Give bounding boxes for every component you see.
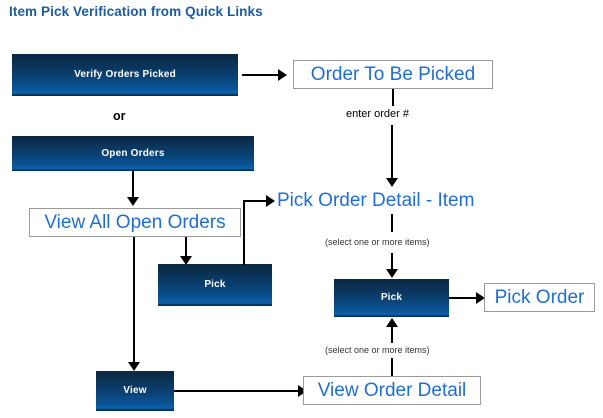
arrow-down-icon bbox=[127, 197, 139, 206]
connector-viewall-to-pick bbox=[185, 237, 187, 259]
enter-order-number-label: enter order # bbox=[346, 108, 409, 120]
view-order-detail-screen[interactable]: View Order Detail bbox=[303, 376, 481, 405]
connector-order-enter-top bbox=[392, 89, 394, 106]
select-items-note-bottom: (select one or more items) bbox=[325, 345, 430, 355]
view-all-open-orders-screen[interactable]: View All Open Orders bbox=[29, 208, 241, 237]
connector-verify-to-order bbox=[242, 74, 280, 76]
pick-order-detail-item-screen[interactable]: Pick Order Detail - Item bbox=[277, 190, 475, 211]
pick-button-right[interactable]: Pick bbox=[334, 279, 449, 317]
arrow-down-icon bbox=[386, 178, 398, 187]
pick-button-left[interactable]: Pick bbox=[158, 264, 272, 306]
connector-view-to-vieworderdetail bbox=[174, 390, 301, 392]
connector-detail-to-note-top bbox=[391, 214, 393, 232]
connector-order-to-detail bbox=[391, 125, 393, 181]
arrow-right-icon bbox=[298, 385, 307, 397]
or-label: or bbox=[113, 109, 126, 123]
page-title: Item Pick Verification from Quick Links bbox=[9, 4, 263, 19]
arrow-down-icon bbox=[180, 256, 192, 265]
connector-pick-up bbox=[243, 201, 245, 265]
connector-pick-to-pickorder bbox=[449, 297, 480, 299]
select-items-note-top: (select one or more items) bbox=[325, 237, 430, 247]
arrow-right-icon bbox=[476, 292, 485, 304]
arrow-right-icon bbox=[266, 195, 275, 207]
order-to-be-picked-screen[interactable]: Order To Be Picked bbox=[293, 60, 493, 89]
pick-order-screen[interactable]: Pick Order bbox=[484, 283, 595, 312]
connector-note-to-pick-bottom bbox=[391, 326, 393, 343]
arrow-down-icon bbox=[128, 362, 140, 371]
connector-pick-to-detail bbox=[243, 200, 270, 202]
connector-openorders-to-viewall bbox=[132, 171, 134, 200]
arrow-right-icon bbox=[278, 69, 287, 81]
arrow-down-icon bbox=[386, 269, 398, 278]
view-button[interactable]: View bbox=[96, 371, 174, 411]
verify-orders-picked-button[interactable]: Verify Orders Picked bbox=[12, 54, 238, 96]
open-orders-button[interactable]: Open Orders bbox=[12, 136, 254, 171]
arrow-up-icon bbox=[386, 318, 398, 327]
connector-viewall-to-view bbox=[133, 237, 135, 365]
connector-vieworderdetail-up bbox=[391, 358, 393, 378]
connector-note-to-pick-top bbox=[391, 253, 393, 274]
